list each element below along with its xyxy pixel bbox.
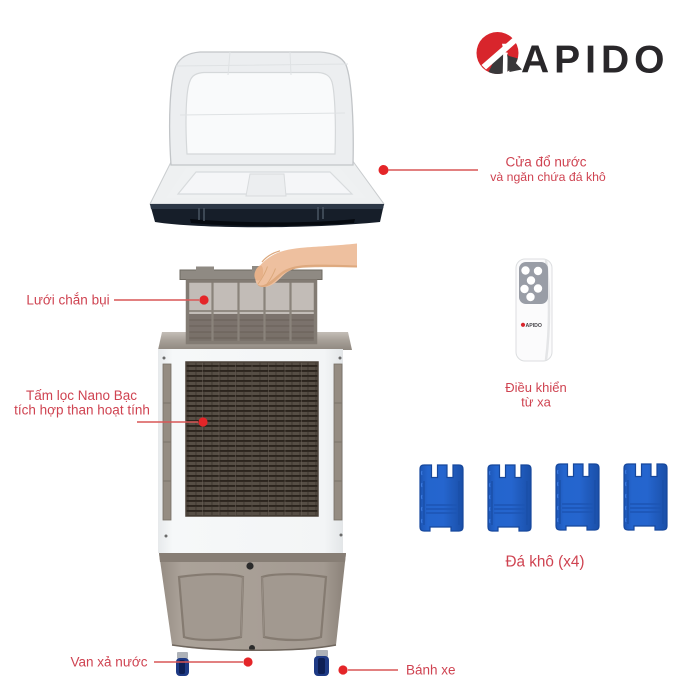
svg-text:và ngăn chứa đá khô: và ngăn chứa đá khô <box>490 170 606 184</box>
svg-text:Đá khô (x4): Đá khô (x4) <box>505 554 584 571</box>
svg-text:Điều khiển: Điều khiển <box>505 380 566 395</box>
svg-text:Cửa đổ nước: Cửa đổ nước <box>506 155 587 170</box>
svg-text:tích hợp than hoạt tính: tích hợp than hoạt tính <box>14 403 150 418</box>
svg-text:APIDO: APIDO <box>521 39 670 82</box>
svg-text:Bánh xe: Bánh xe <box>406 663 456 678</box>
svg-text:APIDO: APIDO <box>526 323 542 329</box>
svg-text:Lưới chắn bụi: Lưới chắn bụi <box>26 293 109 308</box>
svg-text:Tấm lọc Nano Bạc: Tấm lọc Nano Bạc <box>26 388 137 403</box>
svg-text:Van xả nước: Van xả nước <box>71 655 148 670</box>
svg-text:từ xa: từ xa <box>521 395 551 410</box>
